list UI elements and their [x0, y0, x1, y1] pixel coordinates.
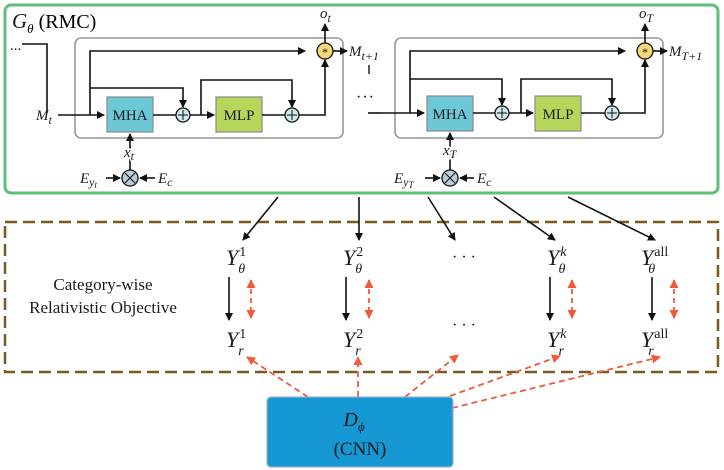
svg-text:*: * — [322, 45, 328, 59]
objective-label-line1: Category-wise — [53, 275, 152, 294]
mlp-box-2 — [534, 95, 582, 132]
discriminator-symbol: Dϕ — [342, 409, 364, 434]
between-blocks-dots: ··· — [356, 89, 375, 106]
objective-dots-top: · · · — [452, 249, 476, 266]
mha-label-1: MHA — [112, 108, 147, 124]
generator-box — [3, 3, 720, 195]
gen-to-y1-arrow — [242, 196, 279, 241]
output-label-2: oT — [639, 6, 655, 25]
disc-to-yr1-arrow — [246, 356, 309, 398]
multiply-icon — [121, 169, 139, 187]
rmc-block-2: MHA MLP * oT MT+1 — [382, 6, 702, 190]
adder-icon — [175, 107, 191, 123]
objective-dots-bottom: · · · — [452, 317, 476, 334]
discriminator-box — [266, 396, 454, 468]
gate-star-icon: * — [316, 42, 334, 60]
discriminator-subtitle: (CNN) — [334, 439, 387, 460]
input-connector — [22, 43, 48, 113]
adder-icon — [494, 105, 510, 121]
disc-to-dots-arrow — [404, 354, 459, 398]
next-memory-label-1: Mt+1 — [348, 44, 379, 63]
next-memory-label-2: MT+1 — [668, 44, 702, 63]
adder-icon — [284, 107, 300, 123]
mlp-label-2: MLP — [543, 107, 574, 123]
inner-block-1 — [74, 37, 344, 139]
mlp-label-1: MLP — [224, 108, 255, 124]
x-input-label-1: xt — [123, 145, 135, 163]
ec-label-2: Ec — [476, 171, 492, 189]
mha-label-2: MHA — [432, 107, 467, 123]
svg-text:*: * — [642, 45, 648, 59]
ec-label-1: Ec — [157, 171, 173, 189]
x-input-label-2: xT — [442, 143, 458, 161]
mha-box-2 — [426, 95, 474, 132]
multiply-icon — [441, 169, 459, 187]
gen-to-dots-arrow — [427, 196, 456, 241]
output-label-1: ot — [320, 6, 332, 25]
disc-to-yrall-arrow — [451, 354, 661, 409]
objective-label-line2: Relativistic Objective — [29, 298, 177, 317]
gate-star-icon: * — [636, 42, 654, 60]
memory-input-label: Mt — [35, 108, 53, 127]
ey-label-1: Eyt — [79, 171, 98, 190]
inner-block-2 — [394, 37, 664, 139]
leading-dots: ... — [10, 38, 21, 54]
rmc-block-1: Mt MHA MLP * — [35, 6, 379, 190]
gen-to-yall-arrow — [567, 196, 656, 241]
mlp-box-1 — [215, 96, 263, 133]
generator-title: Gθ(RMC) — [12, 9, 96, 36]
ey-label-2: EyT — [393, 171, 415, 190]
disc-to-yrk-arrow — [449, 354, 561, 397]
gen-to-yk-arrow — [493, 196, 556, 241]
adder-icon — [604, 105, 620, 121]
